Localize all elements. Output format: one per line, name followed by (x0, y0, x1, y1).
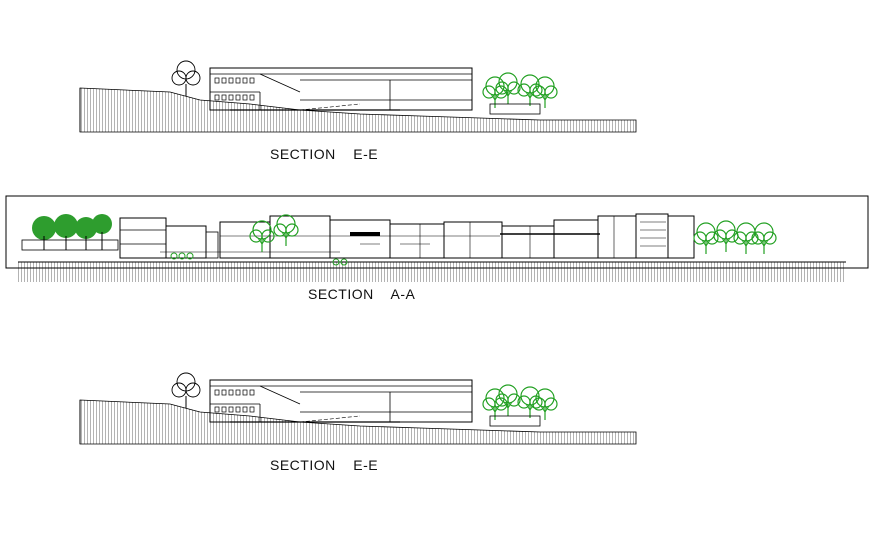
section-label-a-a: SECTION A-A (308, 286, 416, 302)
section-label-e-e-top: SECTION E-E (270, 146, 379, 162)
tree-icon (495, 72, 521, 105)
tree-icon (273, 214, 299, 247)
windows-row-2 (214, 406, 255, 413)
section-a-a (5, 195, 869, 282)
tree-icon (495, 384, 521, 417)
windows-row-1 (214, 389, 255, 396)
tree-icon (751, 222, 777, 255)
tree-icon (171, 372, 201, 409)
windows-row-1 (214, 77, 255, 84)
tree-icon (532, 76, 558, 109)
terrain-hatch (79, 399, 637, 445)
terrain-hatch (79, 87, 637, 133)
windows-row-2 (214, 94, 255, 101)
building-block (119, 217, 167, 259)
section-e-e-bottom (79, 372, 637, 445)
shrubs (170, 252, 348, 266)
section-label-e-e-bottom: SECTION E-E (270, 457, 379, 473)
trees-left-filled (32, 214, 112, 250)
tree-icon (532, 388, 558, 421)
section-e-e-top (79, 60, 637, 133)
ground-hatch (18, 262, 846, 282)
tree-icon (171, 60, 201, 97)
